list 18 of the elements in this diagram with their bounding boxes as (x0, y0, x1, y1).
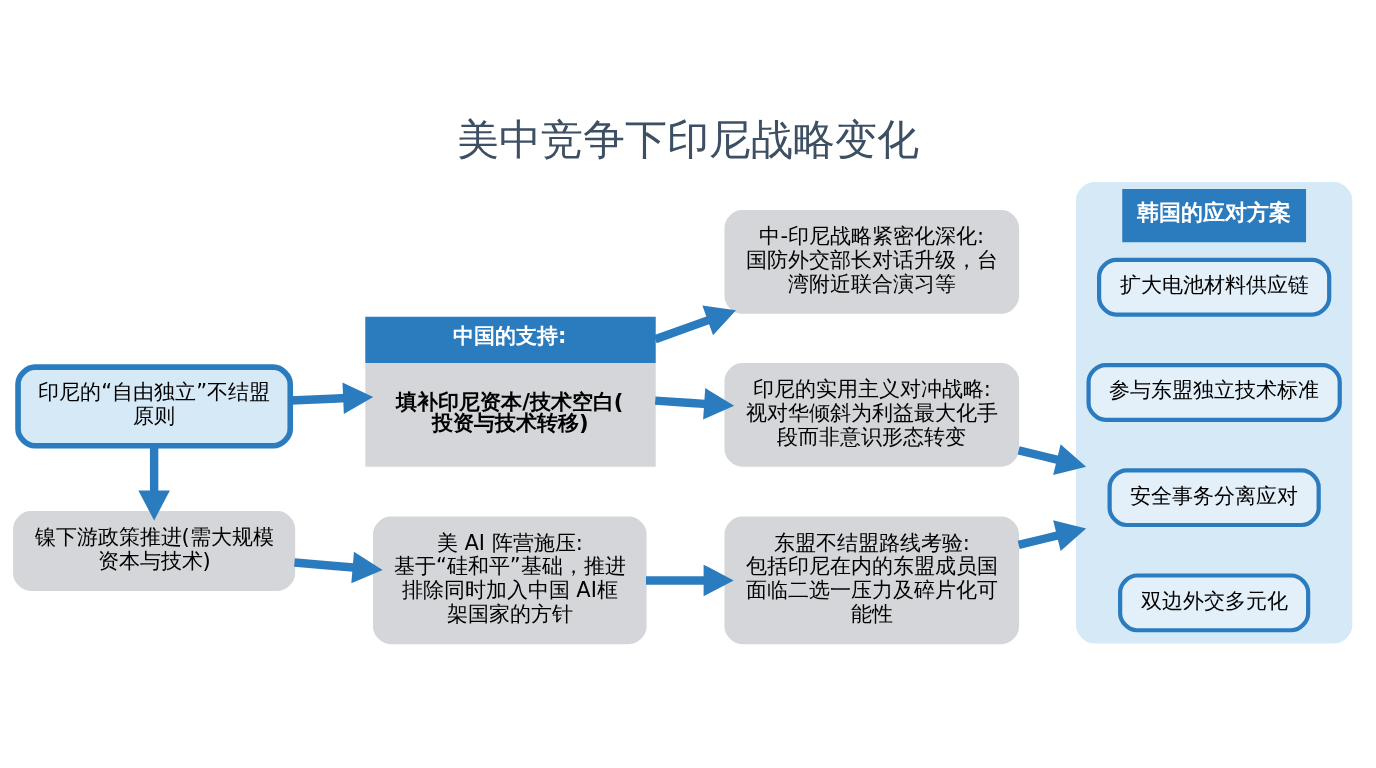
node-box: 东盟不结盟路线考验: 包括印尼在内的东盟成员国面临二选一压力及碎片化可能性 (724, 516, 1020, 645)
arrow (138, 445, 170, 521)
arrow (1017, 444, 1087, 475)
node-box: 安全事务分离应对 (1107, 468, 1321, 528)
node-box: 美 AI 阵营施压: 基于“硅和平”基础，推进排除同时加入中国 AI框架国家的方针 (373, 516, 647, 645)
arrow (290, 382, 374, 414)
arrow (654, 388, 735, 420)
node-box: 镍下游政策推进(需大规模资本与技术) (13, 511, 296, 591)
node-box: 印尼的“自由独立”不结盟原则 (15, 364, 294, 449)
arrow (294, 551, 383, 584)
diagram-title: 美中竞争下印尼战略变化 (457, 114, 919, 164)
node-box: 印尼的实用主义对冲战略: 视对华倾斜为利益最大化手段而非意识形态转变 (724, 362, 1020, 467)
node-box: 参与东盟独立技术标准 (1086, 362, 1342, 422)
arrow (646, 564, 734, 597)
node-box: 中-印尼战略紧密化深化: 国防外交部长对话升级，台湾附近联合演习等 (724, 210, 1020, 314)
arrow (1017, 520, 1087, 551)
node-box: 双边外交多元化 (1118, 573, 1311, 633)
node-box: 扩大电池材料供应链 (1097, 257, 1332, 317)
